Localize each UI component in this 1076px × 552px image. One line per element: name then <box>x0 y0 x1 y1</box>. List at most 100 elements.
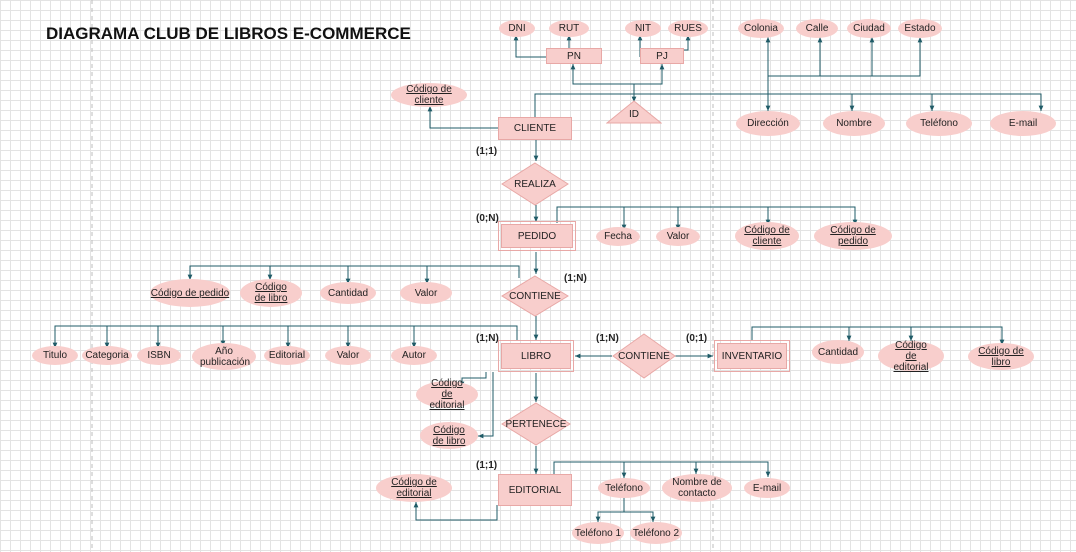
attribute-ciudad-label: Ciudad <box>853 23 885 34</box>
relationship-realiza[interactable]: REALIZA <box>501 162 569 206</box>
attribute-codigo-libro-contiene-label: Código de libro <box>254 282 288 304</box>
attribute-codigo-editorial-label: Código de editorial <box>391 477 437 499</box>
attribute-email-editorial-label: E-mail <box>752 482 782 494</box>
entity-inventario[interactable]: INVENTARIO <box>714 340 790 372</box>
attribute-fecha[interactable]: Fecha <box>596 227 640 246</box>
attribute-editorial[interactable]: Editorial <box>264 346 310 365</box>
attribute-nit[interactable]: NIT <box>625 20 661 37</box>
relationship-realiza-shape <box>501 162 569 206</box>
relationship-pertenece[interactable]: PERTENECE <box>501 402 571 446</box>
attribute-codigo-pedido-contiene-label: Código de pedido <box>150 287 230 299</box>
entity-libro-label: LIBRO <box>520 350 551 362</box>
attribute-cantidad-contiene[interactable]: Cantidad <box>320 282 376 304</box>
entity-inventario-label: INVENTARIO <box>721 350 783 362</box>
edges <box>52 35 1044 522</box>
attribute-email-editorial[interactable]: E-mail <box>744 478 790 498</box>
attribute-rut-label: RUT <box>558 23 580 34</box>
attribute-codigo-pedido-contiene[interactable]: Código de pedido <box>150 279 230 307</box>
attribute-telefono-1-label: Teléfono 1 <box>574 527 622 539</box>
attribute-codigo-libro-contiene[interactable]: Código de libro <box>240 279 302 307</box>
attribute-rues-label: RUES <box>674 23 702 34</box>
relationship-contiene-pedido-label: CONTIENE <box>509 290 561 302</box>
cardinality-pedido-realiza: (0;N) <box>476 213 499 224</box>
attribute-categoria-label: Categoria <box>85 350 129 361</box>
cardinality-libro-inventario: (1;N) <box>596 333 619 344</box>
attribute-calle[interactable]: Calle <box>796 19 838 38</box>
attribute-cantidad-inventario-label: Cantidad <box>817 346 859 358</box>
attribute-telefono-cliente-label: Teléfono <box>920 118 958 129</box>
attribute-telefono-cliente[interactable]: Teléfono <box>906 111 972 136</box>
attribute-rut[interactable]: RUT <box>549 20 589 37</box>
attribute-nombre[interactable]: Nombre <box>823 111 885 136</box>
attribute-dni-label: DNI <box>508 23 526 34</box>
relationship-id[interactable]: ID <box>606 100 662 124</box>
attribute-codigo-libro-inventario[interactable]: Código de libro <box>968 343 1034 370</box>
cardinality-editorial-pertenece: (1;1) <box>476 460 498 471</box>
attribute-email-cliente-label: E-mail <box>1008 118 1038 129</box>
attribute-calle-label: Calle <box>805 23 829 34</box>
attribute-isbn[interactable]: ISBN <box>137 346 181 365</box>
attribute-valor-contiene[interactable]: Valor <box>400 282 452 304</box>
attribute-estado[interactable]: Estado <box>898 19 942 38</box>
attribute-isbn-label: ISBN <box>147 350 171 361</box>
attribute-autor[interactable]: Autor <box>391 346 437 365</box>
entity-pj[interactable]: PJ <box>640 48 684 64</box>
relationship-contiene-pedido-shape <box>501 275 569 317</box>
attribute-valor-libro[interactable]: Valor <box>325 346 371 365</box>
attribute-codigo-editorial-inventario[interactable]: Código de editorial <box>878 339 944 373</box>
attribute-telefono-editorial-label: Teléfono <box>605 482 643 494</box>
attribute-codigo-cliente[interactable]: Código de cliente <box>391 83 467 107</box>
attribute-telefono-2-label: Teléfono 2 <box>632 527 680 539</box>
attribute-autor-label: Autor <box>402 350 426 361</box>
entity-libro[interactable]: LIBRO <box>498 340 574 372</box>
attribute-titulo[interactable]: Titulo <box>32 346 78 365</box>
attribute-titulo-label: Titulo <box>42 350 68 361</box>
entity-editorial-label: EDITORIAL <box>508 484 562 496</box>
attribute-colonia-label: Colonia <box>744 23 778 34</box>
attribute-direccion[interactable]: Dirección <box>736 111 800 136</box>
attribute-codigo-libro-libro[interactable]: Código de libro <box>420 422 478 449</box>
attribute-codigo-cliente-pedido[interactable]: Código de cliente <box>735 222 799 250</box>
attribute-codigo-cliente-pedido-label: Código de cliente <box>744 225 790 247</box>
cardinality-libro-contiene: (1;N) <box>476 333 499 344</box>
relationship-id-label: ID <box>629 108 639 120</box>
attribute-editorial-label: Editorial <box>268 350 306 361</box>
attribute-anio-publicacion-label: Año publicación <box>200 345 251 368</box>
relationship-contiene-inventario-shape <box>612 333 676 379</box>
attribute-colonia[interactable]: Colonia <box>738 19 784 38</box>
attribute-fecha-label: Fecha <box>604 231 632 242</box>
attribute-dni[interactable]: DNI <box>499 20 535 37</box>
attribute-codigo-editorial-inventario-label: Código de editorial <box>893 339 929 373</box>
entity-pedido-label: PEDIDO <box>517 230 557 242</box>
attribute-categoria[interactable]: Categoria <box>82 346 132 365</box>
attribute-nombre-contacto[interactable]: Nombre de contacto <box>662 474 732 502</box>
cardinality-inventario: (0;1) <box>686 333 708 344</box>
attribute-codigo-libro-libro-label: Código de libro <box>432 424 466 447</box>
attribute-valor-pedido[interactable]: Valor <box>656 227 700 246</box>
entity-pn[interactable]: PN <box>546 48 602 64</box>
attribute-codigo-editorial-libro[interactable]: Código de editorial <box>416 378 478 411</box>
attribute-codigo-editorial[interactable]: Código de editorial <box>376 474 452 502</box>
attribute-anio-publicacion[interactable]: Año publicación <box>192 343 256 370</box>
attribute-telefono-1[interactable]: Teléfono 1 <box>572 522 624 544</box>
attribute-telefono-editorial[interactable]: Teléfono <box>598 478 650 498</box>
attribute-rues[interactable]: RUES <box>668 20 708 37</box>
attribute-ciudad[interactable]: Ciudad <box>847 19 891 38</box>
attribute-codigo-pedido[interactable]: Código de pedido <box>814 222 892 250</box>
entity-pedido[interactable]: PEDIDO <box>498 221 576 251</box>
attribute-nombre-contacto-label: Nombre de contacto <box>672 477 722 499</box>
entity-cliente[interactable]: CLIENTE <box>498 117 572 140</box>
attribute-cantidad-inventario[interactable]: Cantidad <box>812 340 864 364</box>
relationship-id-shape <box>606 100 662 124</box>
attribute-codigo-editorial-libro-label: Código de editorial <box>429 378 465 411</box>
attribute-email-cliente[interactable]: E-mail <box>990 111 1056 136</box>
relationship-realiza-label: REALIZA <box>514 178 556 190</box>
attribute-codigo-libro-inventario-label: Código de libro <box>978 345 1024 368</box>
attribute-valor-libro-label: Valor <box>336 350 360 361</box>
relationship-contiene-pedido[interactable]: CONTIENE <box>501 275 569 317</box>
entity-editorial[interactable]: EDITORIAL <box>498 474 572 506</box>
attribute-cantidad-contiene-label: Cantidad <box>327 287 369 299</box>
attribute-telefono-2[interactable]: Teléfono 2 <box>630 522 682 544</box>
relationship-contiene-inventario[interactable]: CONTIENE <box>612 333 676 379</box>
